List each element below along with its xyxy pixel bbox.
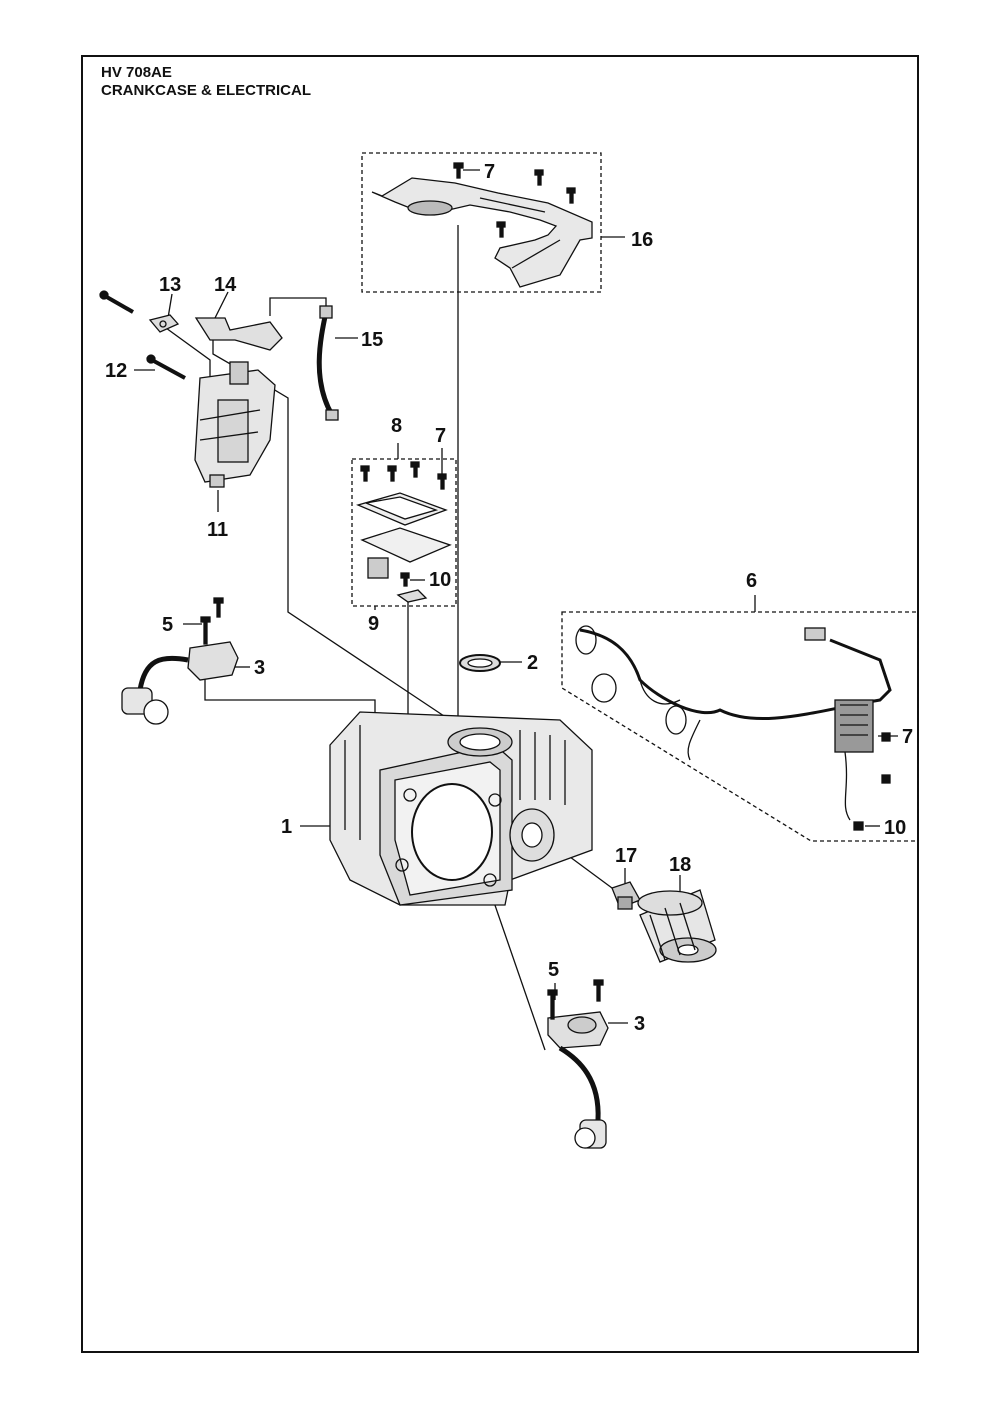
callout-3: 3 xyxy=(634,1013,645,1035)
callout-1: 1 xyxy=(281,816,292,838)
bolt-icon xyxy=(360,461,447,587)
group-box-8 xyxy=(351,458,457,607)
callout-9: 9 xyxy=(368,613,379,635)
callout-10: 10 xyxy=(884,817,906,839)
cover-plate-8-part xyxy=(356,492,452,563)
callout-2: 2 xyxy=(527,652,538,674)
bolt-13-part xyxy=(99,290,180,333)
bracket-14-part xyxy=(194,317,283,351)
callout-15: 15 xyxy=(361,329,383,351)
callout-7: 7 xyxy=(435,425,446,447)
bolt-icon xyxy=(453,162,576,238)
bracket-16-part xyxy=(371,177,593,288)
callout-14: 14 xyxy=(214,274,237,296)
bolt-icon xyxy=(200,597,224,645)
cable-15-part xyxy=(316,305,339,421)
callout-11: 11 xyxy=(207,519,228,541)
callout-5: 5 xyxy=(162,614,173,636)
gasket-9-part xyxy=(367,557,389,579)
clip-10-part xyxy=(396,589,428,603)
callout-6: 6 xyxy=(746,570,757,592)
wiring-harness-6-part xyxy=(575,625,892,821)
ignition-coil-3-part xyxy=(547,1011,609,1149)
bolt-icon xyxy=(853,732,891,831)
section-title: CRANKCASE & ELECTRICAL xyxy=(101,82,311,99)
bolt-icon xyxy=(547,979,604,1020)
callout-16: 16 xyxy=(631,229,653,251)
ignition-coil-3-part xyxy=(121,641,239,725)
model-title: HV 708AE xyxy=(101,64,172,81)
callout-7: 7 xyxy=(484,161,495,183)
oil-seal-2-part xyxy=(459,654,501,672)
starter-motor-11-part xyxy=(194,361,276,488)
callout-3: 3 xyxy=(254,657,265,679)
group-box-16 xyxy=(361,152,602,293)
fitting-17-part xyxy=(611,881,641,910)
callout-12: 12 xyxy=(105,360,127,382)
callout-8: 8 xyxy=(391,415,402,437)
group-box-6 xyxy=(561,611,919,842)
diagram-title: HV 708AE CRANKCASE & ELECTRICAL xyxy=(101,64,311,100)
callout-7: 7 xyxy=(902,726,913,748)
callout-17: 17 xyxy=(615,845,637,867)
callout-18: 18 xyxy=(669,854,691,876)
callout-13: 13 xyxy=(159,274,181,296)
callout-10: 10 xyxy=(429,569,451,591)
oil-filter-18-part xyxy=(637,889,717,963)
bolt-12-part xyxy=(146,354,186,380)
crankcase-1-part xyxy=(329,711,593,906)
callout-5: 5 xyxy=(548,959,559,981)
